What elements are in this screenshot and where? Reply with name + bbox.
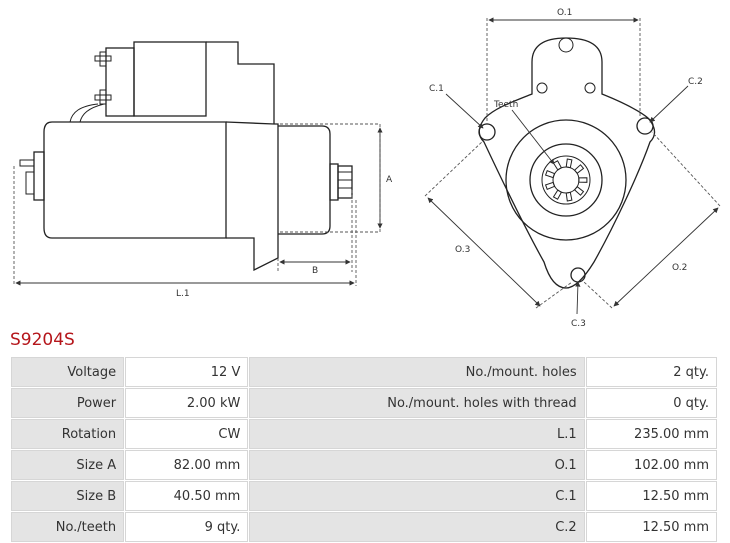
- spec-label: Power: [11, 388, 125, 418]
- pinion-tooth: [578, 177, 588, 183]
- pinion-tooth: [544, 181, 556, 190]
- spec-value: 9 qty.: [125, 512, 249, 542]
- dim-label-c2: C.2: [688, 77, 703, 87]
- side-view: A B L.1: [13, 41, 393, 299]
- dim-label-b: B: [312, 266, 318, 276]
- dim-label-l1: L.1: [176, 289, 190, 299]
- dim-label-o1: O.1: [557, 8, 572, 18]
- technical-drawing: A B L.1 O.1 O.3: [13, 8, 721, 329]
- pinion-tooth: [565, 158, 573, 169]
- spec-label: Size B: [11, 481, 125, 511]
- spec-label: No./teeth: [11, 512, 125, 542]
- dim-label-c3: C.3: [571, 319, 586, 329]
- spec-label: Voltage: [11, 357, 125, 387]
- pinion-tooth: [544, 170, 556, 179]
- spec-value: 2 qty.: [585, 357, 717, 387]
- front-view: O.1 O.3 O.2 C.1 C.2 C.3 Teeth: [424, 8, 721, 329]
- pinion-tooth: [573, 186, 585, 196]
- pinion-tooth: [552, 189, 563, 200]
- spec-label: No./mount. holes with thread: [249, 388, 585, 418]
- spec-value: 12.50 mm: [585, 512, 717, 542]
- spec-value: 235.00 mm: [585, 419, 717, 449]
- spec-value: 102.00 mm: [585, 450, 717, 480]
- spec-value: 2.00 kW: [125, 388, 249, 418]
- teeth-label: Teeth: [493, 100, 518, 110]
- dim-label-a: A: [386, 175, 393, 185]
- dim-label-o3: O.3: [455, 245, 470, 255]
- spec-value: 12 V: [125, 357, 249, 387]
- spec-label: O.1: [249, 450, 585, 480]
- spec-label: C.1: [249, 481, 585, 511]
- pinion-tooth: [552, 160, 563, 171]
- spec-value: 82.00 mm: [125, 450, 249, 480]
- pinion-tooth: [573, 164, 585, 174]
- spec-value: 40.50 mm: [125, 481, 249, 511]
- spec-value: 12.50 mm: [585, 481, 717, 511]
- spec-label: L.1: [249, 419, 585, 449]
- dim-label-c1: C.1: [429, 84, 444, 94]
- spec-label: Rotation: [11, 419, 125, 449]
- spec-value: CW: [125, 419, 249, 449]
- spec-value: 0 qty.: [585, 388, 717, 418]
- spec-label: Size A: [11, 450, 125, 480]
- spec-label: No./mount. holes: [249, 357, 585, 387]
- spec-label: C.2: [249, 512, 585, 542]
- product-code: S9204S: [10, 330, 75, 350]
- pinion-tooth: [565, 191, 573, 202]
- dim-label-o2: O.2: [672, 263, 687, 273]
